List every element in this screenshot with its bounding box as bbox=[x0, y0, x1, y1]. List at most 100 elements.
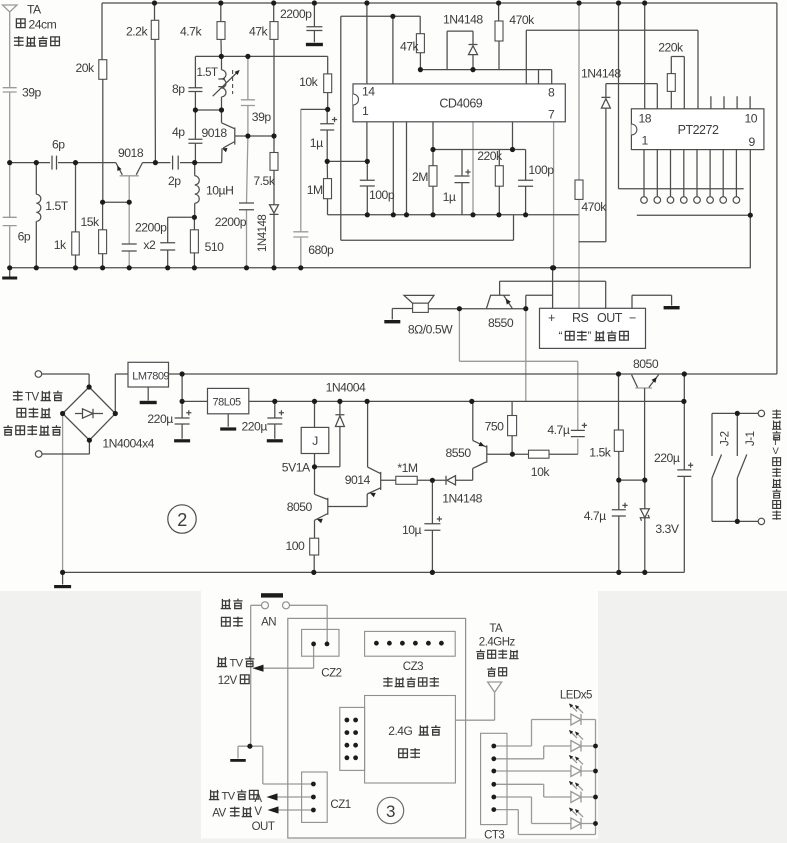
svg-text:2: 2 bbox=[177, 510, 187, 530]
svg-text:2p: 2p bbox=[168, 174, 181, 188]
svg-text:TV: TV bbox=[230, 658, 244, 670]
svg-text:12V: 12V bbox=[218, 675, 238, 687]
svg-text:4.7k: 4.7k bbox=[180, 25, 202, 39]
svg-text:1µ: 1µ bbox=[310, 136, 323, 150]
svg-text:J-2: J-2 bbox=[720, 431, 732, 446]
svg-text:LM7809: LM7809 bbox=[132, 371, 169, 383]
svg-text:220k: 220k bbox=[477, 149, 503, 163]
svg-text:x2: x2 bbox=[143, 238, 156, 252]
svg-text:1k: 1k bbox=[54, 238, 67, 252]
svg-text:470k: 470k bbox=[509, 13, 535, 27]
svg-text:8550: 8550 bbox=[446, 446, 472, 460]
svg-text:1N4148: 1N4148 bbox=[257, 215, 269, 252]
svg-text:8550: 8550 bbox=[488, 316, 514, 330]
svg-text:8Ω/0.5W: 8Ω/0.5W bbox=[408, 323, 453, 337]
svg-text:2200p: 2200p bbox=[215, 215, 247, 229]
svg-text:10k: 10k bbox=[531, 465, 551, 479]
svg-text:4.7µ: 4.7µ bbox=[584, 509, 606, 523]
svg-text:47k: 47k bbox=[249, 25, 269, 39]
svg-text:LEDx5: LEDx5 bbox=[560, 690, 592, 702]
svg-text:510: 510 bbox=[205, 240, 225, 254]
svg-text:2.4GHz: 2.4GHz bbox=[479, 637, 516, 649]
svg-text:1N4148: 1N4148 bbox=[442, 492, 482, 506]
svg-text:10: 10 bbox=[745, 111, 758, 125]
svg-text:8: 8 bbox=[548, 86, 555, 100]
svg-text:−: − bbox=[629, 311, 636, 325]
svg-text:A: A bbox=[254, 793, 262, 805]
svg-text:100: 100 bbox=[286, 539, 306, 553]
svg-text:TV: TV bbox=[222, 791, 236, 803]
svg-text:9018: 9018 bbox=[202, 126, 228, 140]
svg-text:CZ2: CZ2 bbox=[321, 668, 341, 680]
svg-text:47k: 47k bbox=[400, 40, 420, 54]
svg-text:8050: 8050 bbox=[287, 500, 313, 514]
svg-text:1.5T: 1.5T bbox=[197, 67, 218, 79]
svg-text:1.5k: 1.5k bbox=[589, 446, 611, 460]
svg-text:100p: 100p bbox=[528, 163, 554, 177]
svg-text:10µ: 10µ bbox=[402, 523, 422, 537]
svg-text:2.2k: 2.2k bbox=[126, 25, 148, 39]
svg-text:6p: 6p bbox=[18, 230, 31, 244]
svg-text:15k: 15k bbox=[81, 215, 101, 229]
svg-text:220µ: 220µ bbox=[654, 451, 680, 465]
svg-text:1.5T: 1.5T bbox=[45, 199, 68, 213]
svg-text:220µ: 220µ bbox=[147, 412, 173, 426]
svg-text:V: V bbox=[773, 446, 780, 457]
svg-text:7.5k: 7.5k bbox=[253, 174, 275, 188]
svg-text:9018: 9018 bbox=[118, 146, 144, 160]
svg-text:2.4G: 2.4G bbox=[388, 724, 412, 738]
svg-text:9014: 9014 bbox=[345, 473, 371, 487]
svg-text:10µH: 10µH bbox=[206, 184, 233, 198]
svg-text:4p: 4p bbox=[172, 125, 185, 139]
svg-text:220k: 220k bbox=[658, 41, 684, 55]
svg-text:PT2272: PT2272 bbox=[678, 123, 719, 137]
svg-text:3: 3 bbox=[386, 802, 395, 821]
svg-text:18: 18 bbox=[639, 111, 652, 125]
svg-text:470k: 470k bbox=[581, 200, 607, 214]
svg-text:J: J bbox=[312, 434, 318, 448]
svg-text:*1M: *1M bbox=[397, 461, 418, 475]
svg-text:2200p: 2200p bbox=[280, 7, 312, 21]
svg-text:CT3: CT3 bbox=[484, 830, 504, 842]
svg-text:9: 9 bbox=[749, 135, 756, 149]
svg-text:T: T bbox=[773, 437, 779, 448]
svg-text:3.3V: 3.3V bbox=[655, 522, 679, 536]
svg-text:AN: AN bbox=[261, 617, 276, 629]
svg-text:RS: RS bbox=[572, 311, 589, 325]
svg-text:680p: 680p bbox=[308, 243, 334, 257]
svg-text:100p: 100p bbox=[369, 188, 395, 202]
svg-text:2200p: 2200p bbox=[135, 221, 167, 235]
svg-text:1N4004: 1N4004 bbox=[326, 381, 366, 395]
svg-text:AV: AV bbox=[212, 808, 226, 820]
svg-text:+: + bbox=[548, 311, 555, 325]
svg-text:10k: 10k bbox=[299, 75, 319, 89]
svg-text:39p: 39p bbox=[22, 86, 42, 100]
svg-text:7: 7 bbox=[548, 108, 555, 122]
svg-text:39p: 39p bbox=[252, 110, 272, 124]
svg-text:OUT: OUT bbox=[252, 821, 275, 833]
svg-text:TA: TA bbox=[27, 3, 42, 17]
svg-text:CD4069: CD4069 bbox=[439, 97, 482, 111]
svg-text:78L05: 78L05 bbox=[213, 397, 241, 409]
svg-text:1µ: 1µ bbox=[443, 190, 456, 204]
svg-text:1: 1 bbox=[362, 104, 369, 118]
svg-text:8050: 8050 bbox=[633, 357, 659, 371]
svg-text:8p: 8p bbox=[172, 82, 185, 96]
svg-text:CZ3: CZ3 bbox=[403, 661, 423, 673]
svg-text:2M: 2M bbox=[412, 170, 428, 184]
svg-text:750: 750 bbox=[485, 420, 505, 434]
svg-text:220µ: 220µ bbox=[242, 420, 268, 434]
svg-text:20k: 20k bbox=[76, 61, 96, 75]
svg-text:14: 14 bbox=[362, 85, 375, 99]
svg-text:24cm: 24cm bbox=[29, 18, 57, 32]
svg-text:V: V bbox=[254, 806, 262, 818]
svg-text:5V1A: 5V1A bbox=[282, 461, 311, 475]
svg-text:TV: TV bbox=[25, 392, 40, 404]
svg-text:1M: 1M bbox=[307, 183, 323, 197]
svg-text:TA: TA bbox=[489, 623, 503, 635]
svg-text:J-1: J-1 bbox=[745, 431, 757, 446]
svg-text:”: ” bbox=[588, 329, 592, 343]
svg-text:1N4148: 1N4148 bbox=[581, 67, 621, 81]
svg-text:CZ1: CZ1 bbox=[330, 799, 350, 811]
svg-text:1: 1 bbox=[642, 134, 649, 148]
